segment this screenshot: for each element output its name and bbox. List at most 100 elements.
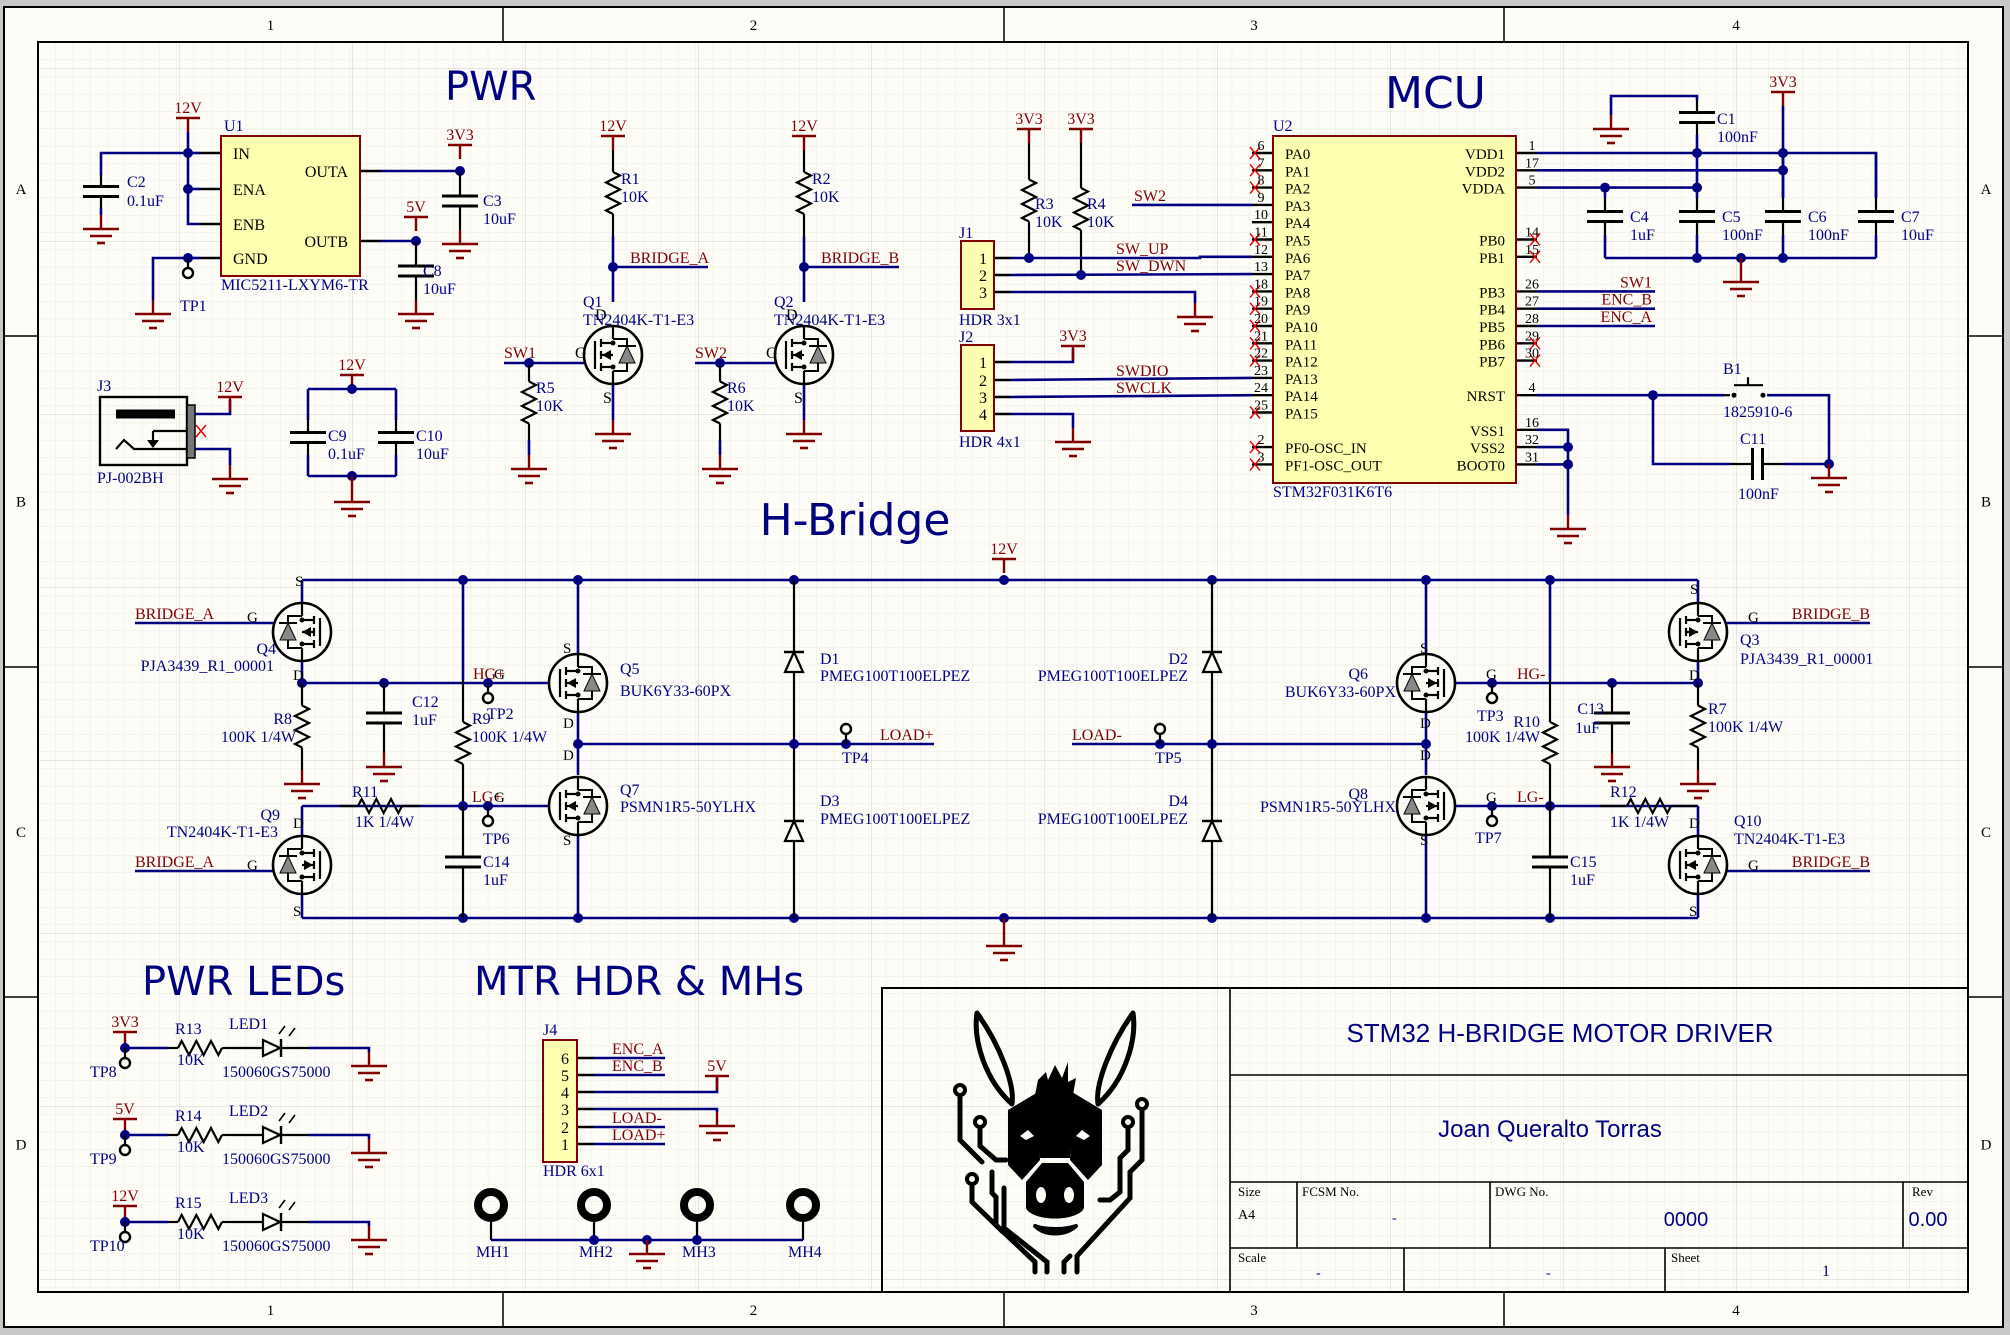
c4-value: 1uF bbox=[1630, 227, 1655, 244]
led-resistor-value: 10K bbox=[177, 1052, 205, 1069]
u2-ref: U2 bbox=[1273, 118, 1293, 135]
mounting-hole-label: MH2 bbox=[579, 1244, 613, 1261]
net-label: HG+ bbox=[473, 666, 505, 683]
pin-s: S bbox=[1689, 904, 1697, 920]
c15-value: 1uF bbox=[1570, 872, 1595, 889]
c6-ref: C6 bbox=[1808, 209, 1827, 226]
net-label: BRIDGE_B bbox=[1792, 854, 1870, 871]
pin-g: G bbox=[1748, 610, 1759, 626]
row-marker-right: A bbox=[1981, 182, 1992, 198]
u2-pin-number: 17 bbox=[1525, 156, 1539, 171]
c3-value: 10uF bbox=[483, 211, 516, 228]
net-label: LG+ bbox=[472, 789, 502, 806]
led-resistor-ref: R14 bbox=[175, 1108, 202, 1125]
u2-pin-name: PA4 bbox=[1285, 216, 1311, 232]
power-net-label: 12V bbox=[216, 379, 244, 396]
led-part: 150060GS75000 bbox=[222, 1151, 330, 1168]
test-point-icon bbox=[839, 722, 853, 736]
d4-part: PMEG100T100ELPEZ bbox=[1038, 811, 1188, 828]
logo-mane bbox=[1035, 1062, 1076, 1158]
section-title-mcu: MCU bbox=[1385, 68, 1486, 119]
light-emission-icon bbox=[278, 1199, 296, 1211]
column-marker-bottom: 3 bbox=[1250, 1303, 1258, 1319]
u2-pin-name: VSS2 bbox=[1470, 441, 1505, 457]
pin-d: D bbox=[595, 307, 607, 324]
wire bbox=[594, 1107, 719, 1112]
junction-dot bbox=[411, 236, 421, 246]
c12-value: 1uF bbox=[412, 712, 437, 729]
nmos-icon bbox=[1667, 834, 1729, 896]
column-marker-bottom: 4 bbox=[1732, 1303, 1740, 1319]
q2-pulldown-value: 10K bbox=[727, 398, 755, 415]
r11-ref: R11 bbox=[352, 784, 378, 801]
c2-ref: C2 bbox=[127, 174, 146, 191]
junction-dot bbox=[1207, 739, 1217, 749]
u2-pin-number: 5 bbox=[1529, 174, 1536, 189]
pin-g: G bbox=[766, 345, 778, 362]
logo-pad bbox=[953, 1083, 967, 1097]
q1-pulldown-ref: R5 bbox=[536, 380, 555, 397]
pin-d: D bbox=[293, 668, 304, 684]
c10-value: 10uF bbox=[416, 446, 449, 463]
junction-dot bbox=[789, 739, 799, 749]
u2-pin-name: PA9 bbox=[1285, 303, 1310, 319]
wire bbox=[1011, 290, 1197, 303]
logo-eye bbox=[1076, 1130, 1090, 1140]
j2-pin-number: 2 bbox=[979, 373, 987, 390]
net-label: BRIDGE_B bbox=[821, 250, 899, 267]
fcsm-value: - bbox=[1392, 1211, 1397, 1226]
power-net-label: 3V3 bbox=[1067, 111, 1095, 128]
pin-s: S bbox=[1420, 641, 1428, 657]
led-ref: LED1 bbox=[229, 1016, 268, 1033]
test-point-label: TP10 bbox=[90, 1238, 125, 1255]
d1-ref: D1 bbox=[820, 651, 840, 668]
tp7-label: TP7 bbox=[1475, 830, 1502, 847]
u2-pin-number: 19 bbox=[1254, 295, 1268, 310]
mosfet-arrow bbox=[567, 801, 576, 811]
no-connect-icon bbox=[1249, 233, 1261, 246]
column-marker-top: 2 bbox=[750, 18, 758, 34]
net-label: SW1 bbox=[1620, 274, 1652, 291]
led-part: 150060GS75000 bbox=[222, 1238, 330, 1255]
b1-ref: B1 bbox=[1723, 361, 1742, 378]
net-label: SW2 bbox=[695, 345, 727, 362]
node bbox=[1695, 617, 1701, 623]
diode-icon bbox=[783, 818, 805, 843]
u2-pin-number: 7 bbox=[1258, 156, 1265, 171]
tp2-label: TP2 bbox=[487, 706, 514, 723]
test-point-label: TP9 bbox=[90, 1151, 117, 1168]
tp6-label: TP6 bbox=[483, 831, 510, 848]
u2-pin-name: PA8 bbox=[1285, 285, 1310, 301]
logo-pad bbox=[1135, 1097, 1149, 1111]
test-point-icon bbox=[481, 691, 495, 705]
j4-pin-number: 1 bbox=[561, 1137, 569, 1154]
logo-ear bbox=[973, 1010, 1015, 1107]
size-value: A4 bbox=[1238, 1208, 1255, 1223]
column-marker-top: 1 bbox=[267, 18, 275, 34]
net-label: LOAD- bbox=[1072, 727, 1122, 744]
q1-ref: Q1 bbox=[583, 294, 603, 311]
drawing-title: STM32 H-BRIDGE MOTOR DRIVER bbox=[1346, 1018, 1773, 1048]
c5-value: 100nF bbox=[1722, 227, 1763, 244]
q2-pullup-ref: R2 bbox=[812, 171, 831, 188]
power-net-label: 5V bbox=[115, 1101, 135, 1118]
led-icon bbox=[261, 1125, 283, 1145]
u1-pin-name: OUTA bbox=[305, 164, 349, 181]
led-icon bbox=[261, 1212, 283, 1232]
q6-part: BUK6Y33-60PX bbox=[1285, 684, 1397, 701]
c13-ref: C13 bbox=[1577, 701, 1604, 718]
c3-ref: C3 bbox=[483, 193, 502, 210]
c1-ref: C1 bbox=[1717, 111, 1736, 128]
mounting-hole-icon bbox=[786, 1188, 820, 1222]
c7-value: 10uF bbox=[1901, 227, 1934, 244]
node bbox=[610, 340, 616, 346]
q8-part: PSMN1R5-50YLHX bbox=[1260, 799, 1396, 816]
body-diode-icon bbox=[583, 672, 601, 692]
u1-pin-name: OUTB bbox=[304, 234, 348, 251]
r7-value: 100K 1/4W bbox=[1708, 719, 1784, 736]
wire bbox=[1537, 428, 1570, 515]
test-point-icon bbox=[1485, 691, 1499, 705]
u2-pin-name: PF0-OSC_IN bbox=[1285, 441, 1367, 457]
net-label: LOAD- bbox=[612, 1110, 662, 1127]
net-label: SW1 bbox=[504, 345, 536, 362]
